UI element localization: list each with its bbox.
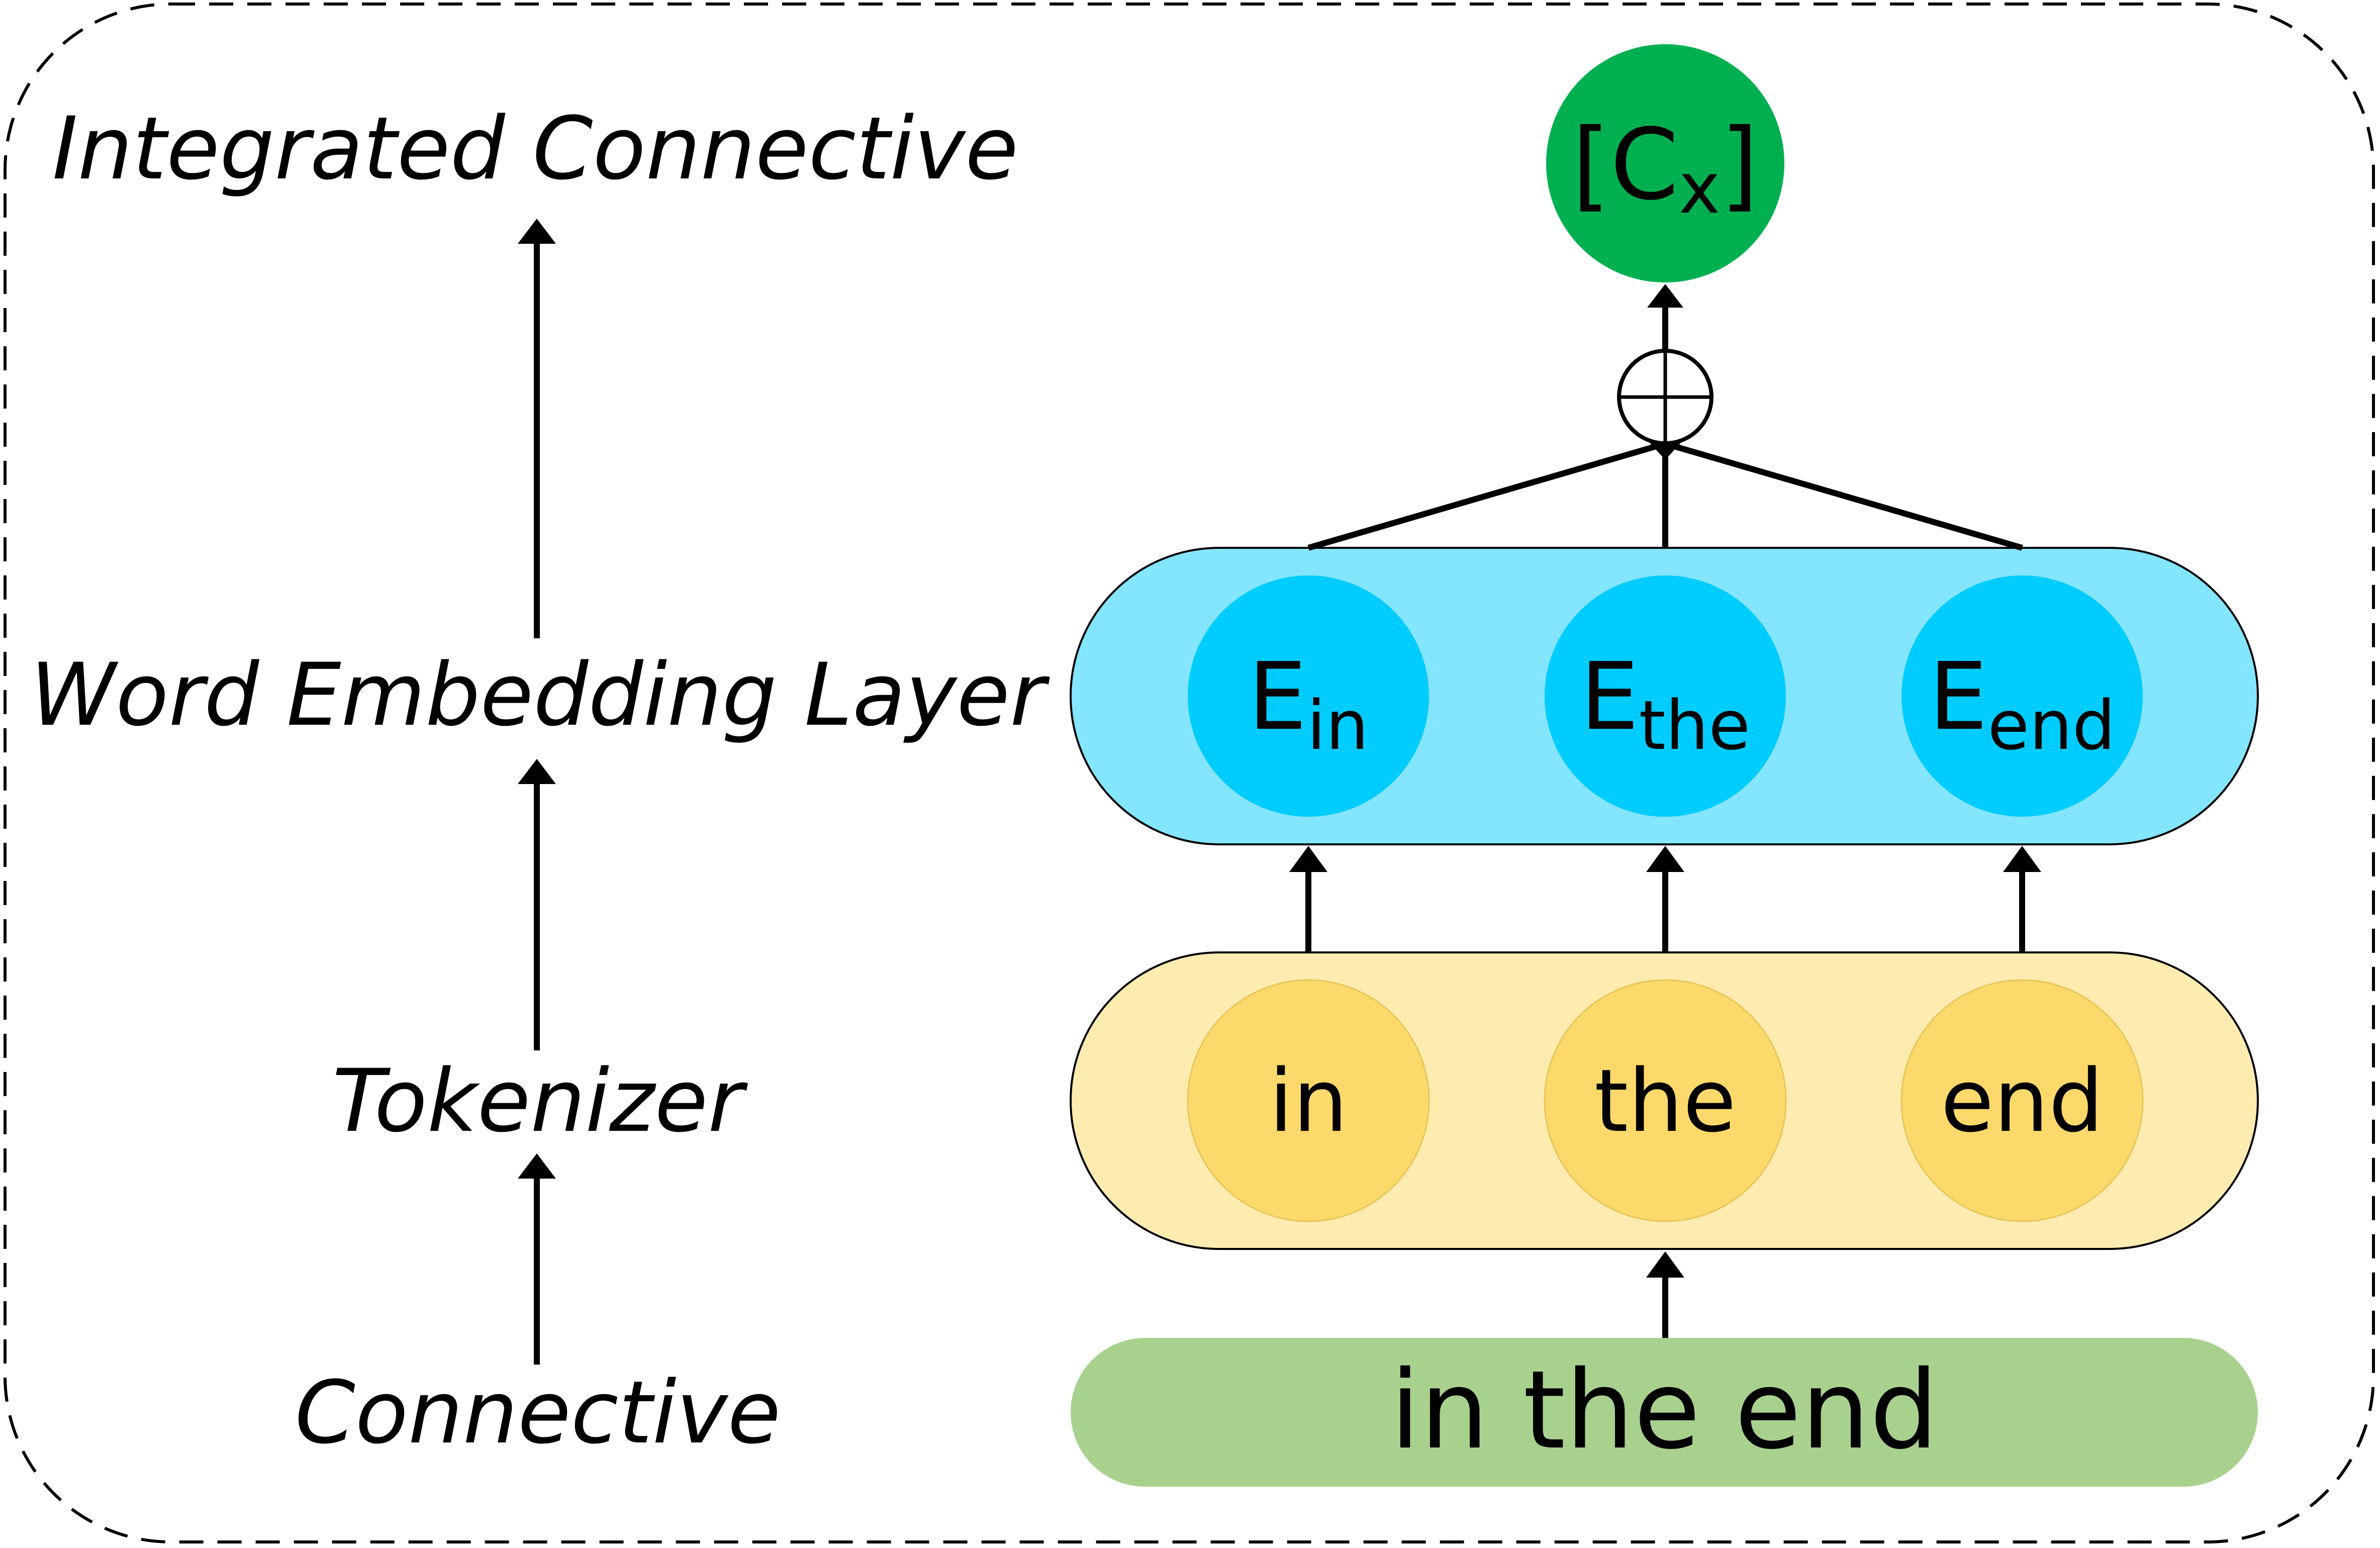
arrow-token-to-embedding-in — [1289, 846, 1327, 952]
combine-connectors — [1307, 437, 2023, 551]
embedding-node-end: Eend — [1901, 575, 2143, 817]
label-integrated-connective: Integrated Connective — [52, 98, 1018, 199]
arrow-token-to-embedding-end — [2003, 846, 2041, 952]
token-text-in: in — [1269, 1050, 1348, 1151]
circle-plus-icon — [1617, 349, 1713, 445]
embedding-label-end: Eend — [1929, 642, 2115, 765]
embedding-node-in: Ein — [1188, 575, 1429, 817]
token-text-the: the — [1594, 1050, 1736, 1151]
left-arrow-embedding-to-integrated — [518, 219, 556, 638]
dashed-frame — [4, 3, 2375, 1543]
embedding-label-the: Ethe — [1580, 642, 1750, 765]
output-label: [Cx] — [1572, 108, 1758, 230]
arrow-token-to-embedding-the — [1646, 846, 1684, 952]
embedding-node-the: Ethe — [1545, 575, 1786, 817]
token-node-the: the — [1544, 979, 1787, 1222]
left-arrow-tokenizer-to-embedding — [518, 759, 556, 1050]
token-node-end: end — [1900, 979, 2144, 1222]
input-band — [1071, 1338, 2258, 1487]
label-word-embedding-layer: Word Embedding Layer — [30, 644, 1050, 745]
token-text-end: end — [1941, 1050, 2104, 1151]
embedding-label-in: Ein — [1248, 642, 1369, 765]
input-connective-text: in the end — [1390, 1347, 1939, 1473]
label-tokenizer: Tokenizer — [332, 1050, 748, 1151]
left-arrow-connective-to-tokenizer — [518, 1153, 556, 1365]
arrow-combine-to-output — [1647, 284, 1683, 351]
arrow-input-to-tokens — [1646, 1251, 1684, 1338]
token-node-in: in — [1187, 979, 1430, 1222]
label-connective: Connective — [295, 1362, 781, 1463]
output-node: [Cx] — [1546, 44, 1784, 282]
